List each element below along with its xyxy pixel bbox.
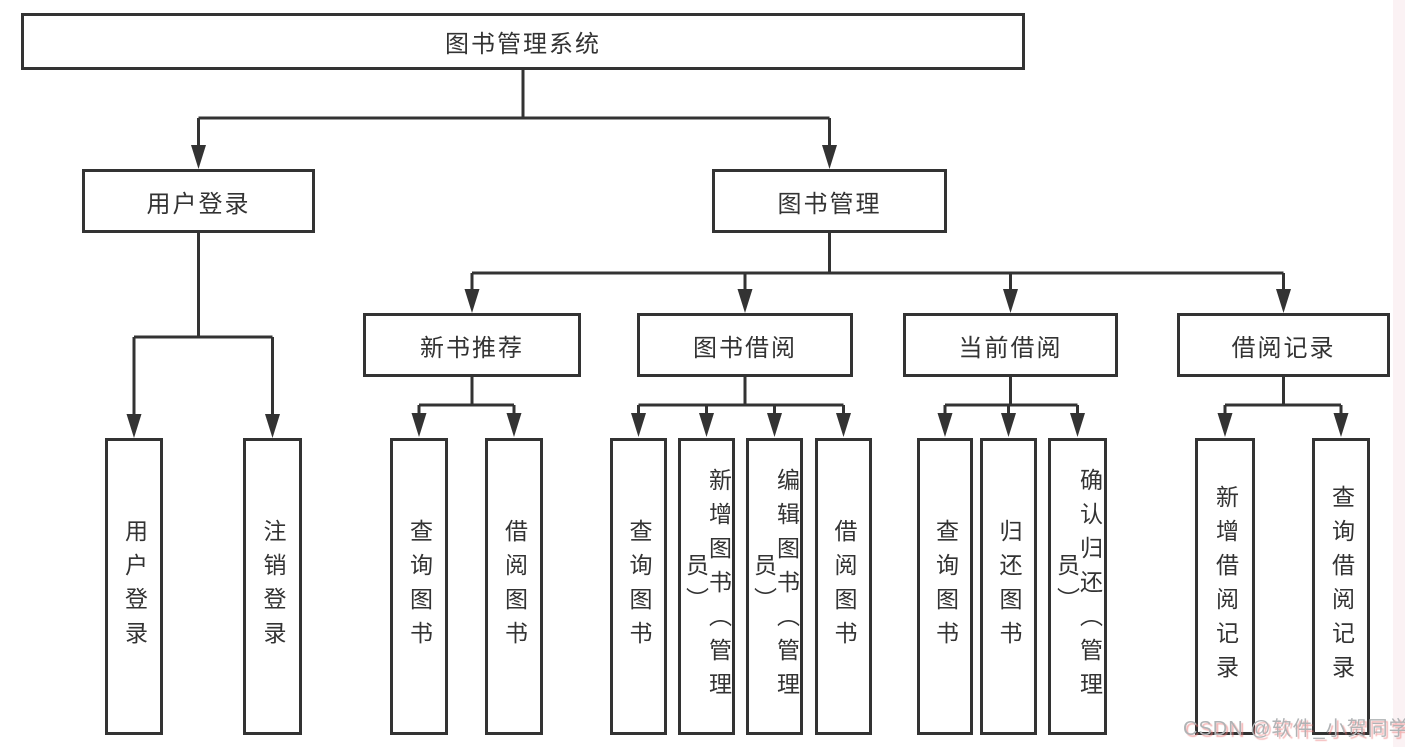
watermark-text: CSDN @软件_小贺同学 (1183, 718, 1405, 740)
leaf-add-books-admin: 新增图书（管理员） (678, 438, 735, 735)
node-library-system: 图书管理系统 (21, 13, 1025, 70)
arrowheads-book-management-to-level3 (464, 289, 1291, 313)
leaf-return-books: 归还图书 (980, 438, 1037, 735)
connector-current-borrowing-to-leaves (943, 377, 1079, 417)
connector-book-management-to-level3 (470, 233, 1285, 291)
arrowheads-current-borrowing-to-leaves (937, 413, 1085, 437)
leaf-confirm-return-admin: 确认归还（管理员） (1048, 438, 1107, 735)
leaf-logout-login: 注销登录 (243, 438, 302, 735)
connector-borrowing-records-to-leaves (1223, 377, 1343, 417)
arrowheads-user-login-to-leaves (126, 414, 280, 438)
node-book-borrowing: 图书借阅 (637, 313, 853, 377)
node-user-login: 用户登录 (82, 169, 315, 233)
leaf-query-books-borrowing: 查询图书 (610, 438, 667, 735)
leaf-user-login: 用户登录 (105, 438, 163, 735)
connector-root-to-level2 (197, 70, 831, 147)
arrowheads-book-borrowing-to-leaves (631, 413, 851, 437)
node-borrowing-records: 借阅记录 (1177, 313, 1390, 377)
leaf-add-borrow-record: 新增借阅记录 (1195, 438, 1255, 735)
leaf-edit-books-admin: 编辑图书（管理员） (746, 438, 803, 735)
leaf-borrow-books-borrowing: 借阅图书 (815, 438, 872, 735)
node-new-book-recommend: 新书推荐 (363, 313, 581, 377)
connector-user-login-to-leaves (132, 233, 274, 416)
right-edge-tint (1393, 0, 1405, 747)
leaf-query-borrow-record: 查询借阅记录 (1312, 438, 1370, 735)
leaf-query-books-current: 查询图书 (917, 438, 973, 735)
node-book-management: 图书管理 (712, 169, 947, 233)
connector-new-book-recommend-to-leaves (417, 377, 516, 417)
arrowheads-new-book-recommend-to-leaves (411, 413, 522, 437)
leaf-query-books-recommend: 查询图书 (390, 438, 448, 735)
arrowheads-root-to-level2 (191, 145, 837, 169)
leaf-borrow-books-recommend: 借阅图书 (485, 438, 543, 735)
node-current-borrowing: 当前借阅 (903, 313, 1118, 377)
arrowheads-borrowing-records-to-leaves (1217, 413, 1349, 437)
connector-book-borrowing-to-leaves (637, 377, 845, 417)
